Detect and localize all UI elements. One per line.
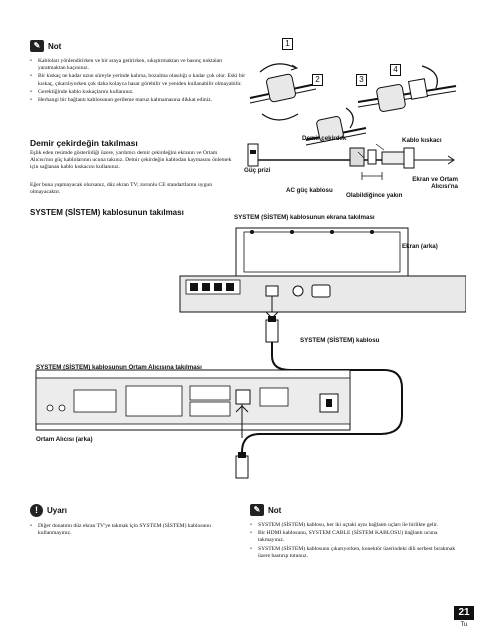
note-bottom-item: SYSTEM (SİSTEM) kablosunu çıkarıyorken, … [250,546,460,560]
note-bottom-item: Bir HDMI kablosunu, SYSTEM CABLE (SİSTEM… [250,530,460,544]
warning-header: ! Uyarı [30,504,240,517]
note-top-header: ✎ Not [30,40,250,52]
demir-heading: Demir çekirdeğin takılması [30,138,138,148]
demir-para-2: Eğer buna yapmayacak olursanız, düz ekra… [30,182,212,196]
warning-list: Diğer donatımı düz ekran TV'ye takmak iç… [30,523,240,537]
label-kablo-kiskaci: Kablo kıskacı [402,137,442,144]
note-bottom-title: Not [268,505,282,515]
power-cable-drawing [247,143,455,180]
label-demir-cekirdek: Demir çekirdek [302,135,347,142]
connection-illustration [35,227,466,479]
step-1-drawing [249,63,317,121]
note-top-item: Herhangi bir bağlantı kablosunun gerilem… [30,97,250,104]
note-bottom-header: ✎ Not [250,504,460,516]
note-top-item: Bir kıskaç ne kadar uzun süreyle yerinde… [30,73,250,87]
label-receiver-connection: SYSTEM (SİSTEM) kablosunun Ortam Alıcısı… [36,364,202,371]
label-system-cable: SYSTEM (SİSTEM) kablosu [300,337,380,344]
note-top-item: Gerektiğinde kablo kıskaçlarını kullanın… [30,89,250,96]
page-number: 21 [454,606,474,620]
system-heading: SYSTEM (SİSTEM) kablosunun takılması [30,208,184,217]
step-3-label: 3 [356,74,367,86]
iron-core-illustration [247,63,457,180]
label-display-connection: SYSTEM (SİSTEM) kablosunun ekrana takılm… [234,214,375,221]
warning-box: ! Uyarı Diğer donatımı düz ekran TV'ye t… [30,504,240,538]
step-4-label: 4 [390,64,401,76]
note-top: ✎ Not Kabloları yönlendirirken ve bir ar… [30,40,250,105]
demir-para-1: Eşlik eden resimde gösterildiği üzere, y… [30,150,232,171]
step-1-label: 1 [282,38,293,50]
step-2-drawing [305,107,367,146]
iron-core-figure: 1 2 3 4 Demir çekirdek Kablo kıskacı Güç… [244,36,458,212]
label-ac-guc-kablosu: AC güç kablosu [286,187,333,194]
note-bottom-item: SYSTEM (SİSTEM) kablosu, her iki uçtaki … [250,522,460,529]
label-guc-prizi: Güç prizi [244,167,271,174]
note-top-item: Kabloları yönlendirirken ve bir araya ge… [30,58,250,72]
pencil-icon: ✎ [30,40,44,52]
step-2-label: 2 [312,74,323,86]
warning-item: Diğer donatımı düz ekran TV'ye takmak iç… [30,523,240,537]
label-ekran-ortam: Ekran ve Ortam Alıcısı'na [412,176,458,190]
receiver-plug-drawing [235,404,249,479]
label-display-back: Ekran (arka) [402,243,438,250]
pencil-icon: ✎ [250,504,264,516]
note-bottom-list: SYSTEM (SİSTEM) kablosu, her iki uçtaki … [250,522,460,560]
note-top-list: Kabloları yönlendirirken ve bir araya ge… [30,58,250,104]
note-top-title: Not [48,41,62,51]
step-3-drawing [357,65,457,112]
label-receiver-back: Ortam Alıcısı (arka) [36,436,93,443]
label-olabildigince-yakin: Olabildiğince yakın [346,192,403,199]
display-back-drawing [179,227,466,313]
page-language: Tu [460,622,468,628]
receiver-back-drawing [35,369,351,431]
note-bottom: ✎ Not SYSTEM (SİSTEM) kablosu, her iki u… [250,504,460,561]
warning-icon: ! [30,504,43,517]
warning-title: Uyarı [47,506,68,515]
